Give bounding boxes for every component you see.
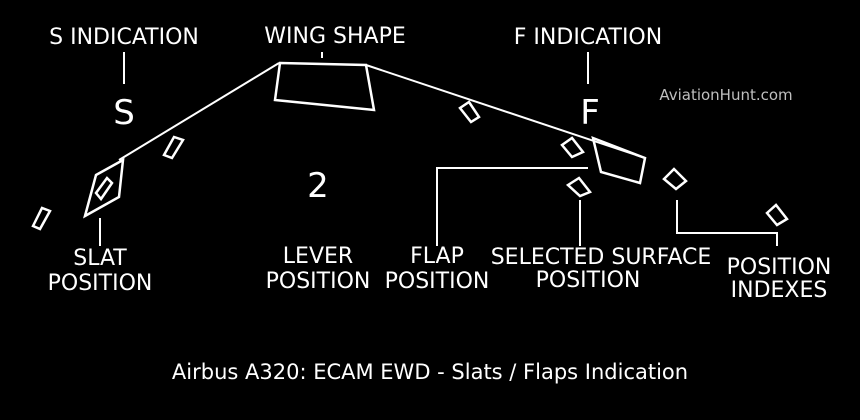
flap-surface-shape bbox=[591, 135, 647, 185]
diagram-caption: Airbus A320: ECAM EWD - Slats / Flaps In… bbox=[172, 360, 688, 384]
watermark: AviationHunt.com bbox=[659, 86, 792, 104]
slat-index-diamond bbox=[162, 135, 185, 160]
flap-index-diamond bbox=[560, 136, 585, 159]
flap-position-label-line1: FLAP bbox=[410, 244, 464, 269]
flap-index-diamond bbox=[458, 100, 481, 124]
f-indication-label: F INDICATION bbox=[514, 25, 662, 50]
slat-surface-shape bbox=[83, 157, 125, 219]
position-indexes-label-line1: POSITION bbox=[727, 255, 832, 280]
slat-indication-letter: S bbox=[113, 93, 135, 133]
wing-leading-edge-line bbox=[118, 62, 280, 161]
slat-index-diamond bbox=[31, 206, 52, 231]
wing-shape-label: WING SHAPE bbox=[264, 24, 405, 49]
flap-selected-diamond bbox=[565, 176, 593, 198]
slat-position-label-line2: POSITION bbox=[48, 271, 153, 296]
slat-position-label-line1: SLAT bbox=[73, 246, 127, 271]
selected-surface-label-line1: SELECTED SURFACE bbox=[491, 245, 712, 270]
lever-position-value: 2 bbox=[307, 166, 329, 206]
flap-position-leader bbox=[436, 167, 588, 246]
flap-indication-letter: F bbox=[580, 93, 600, 133]
wing-trailing-edge-line bbox=[365, 64, 646, 159]
s-indication-label: S INDICATION bbox=[49, 25, 199, 50]
lever-position-label-line1: LEVER bbox=[283, 244, 353, 269]
position-indexes-leader bbox=[676, 200, 778, 246]
selected-surface-label-line2: POSITION bbox=[536, 268, 641, 293]
lever-position-label-line2: POSITION bbox=[266, 269, 371, 294]
flap-index-diamond bbox=[662, 167, 688, 191]
wing-body-shape bbox=[273, 61, 376, 112]
flap-index-diamond bbox=[765, 203, 789, 227]
position-indexes-label-line2: INDEXES bbox=[731, 278, 828, 303]
slat-selected-diamond bbox=[94, 176, 114, 202]
flap-position-label-line2: POSITION bbox=[385, 269, 490, 294]
